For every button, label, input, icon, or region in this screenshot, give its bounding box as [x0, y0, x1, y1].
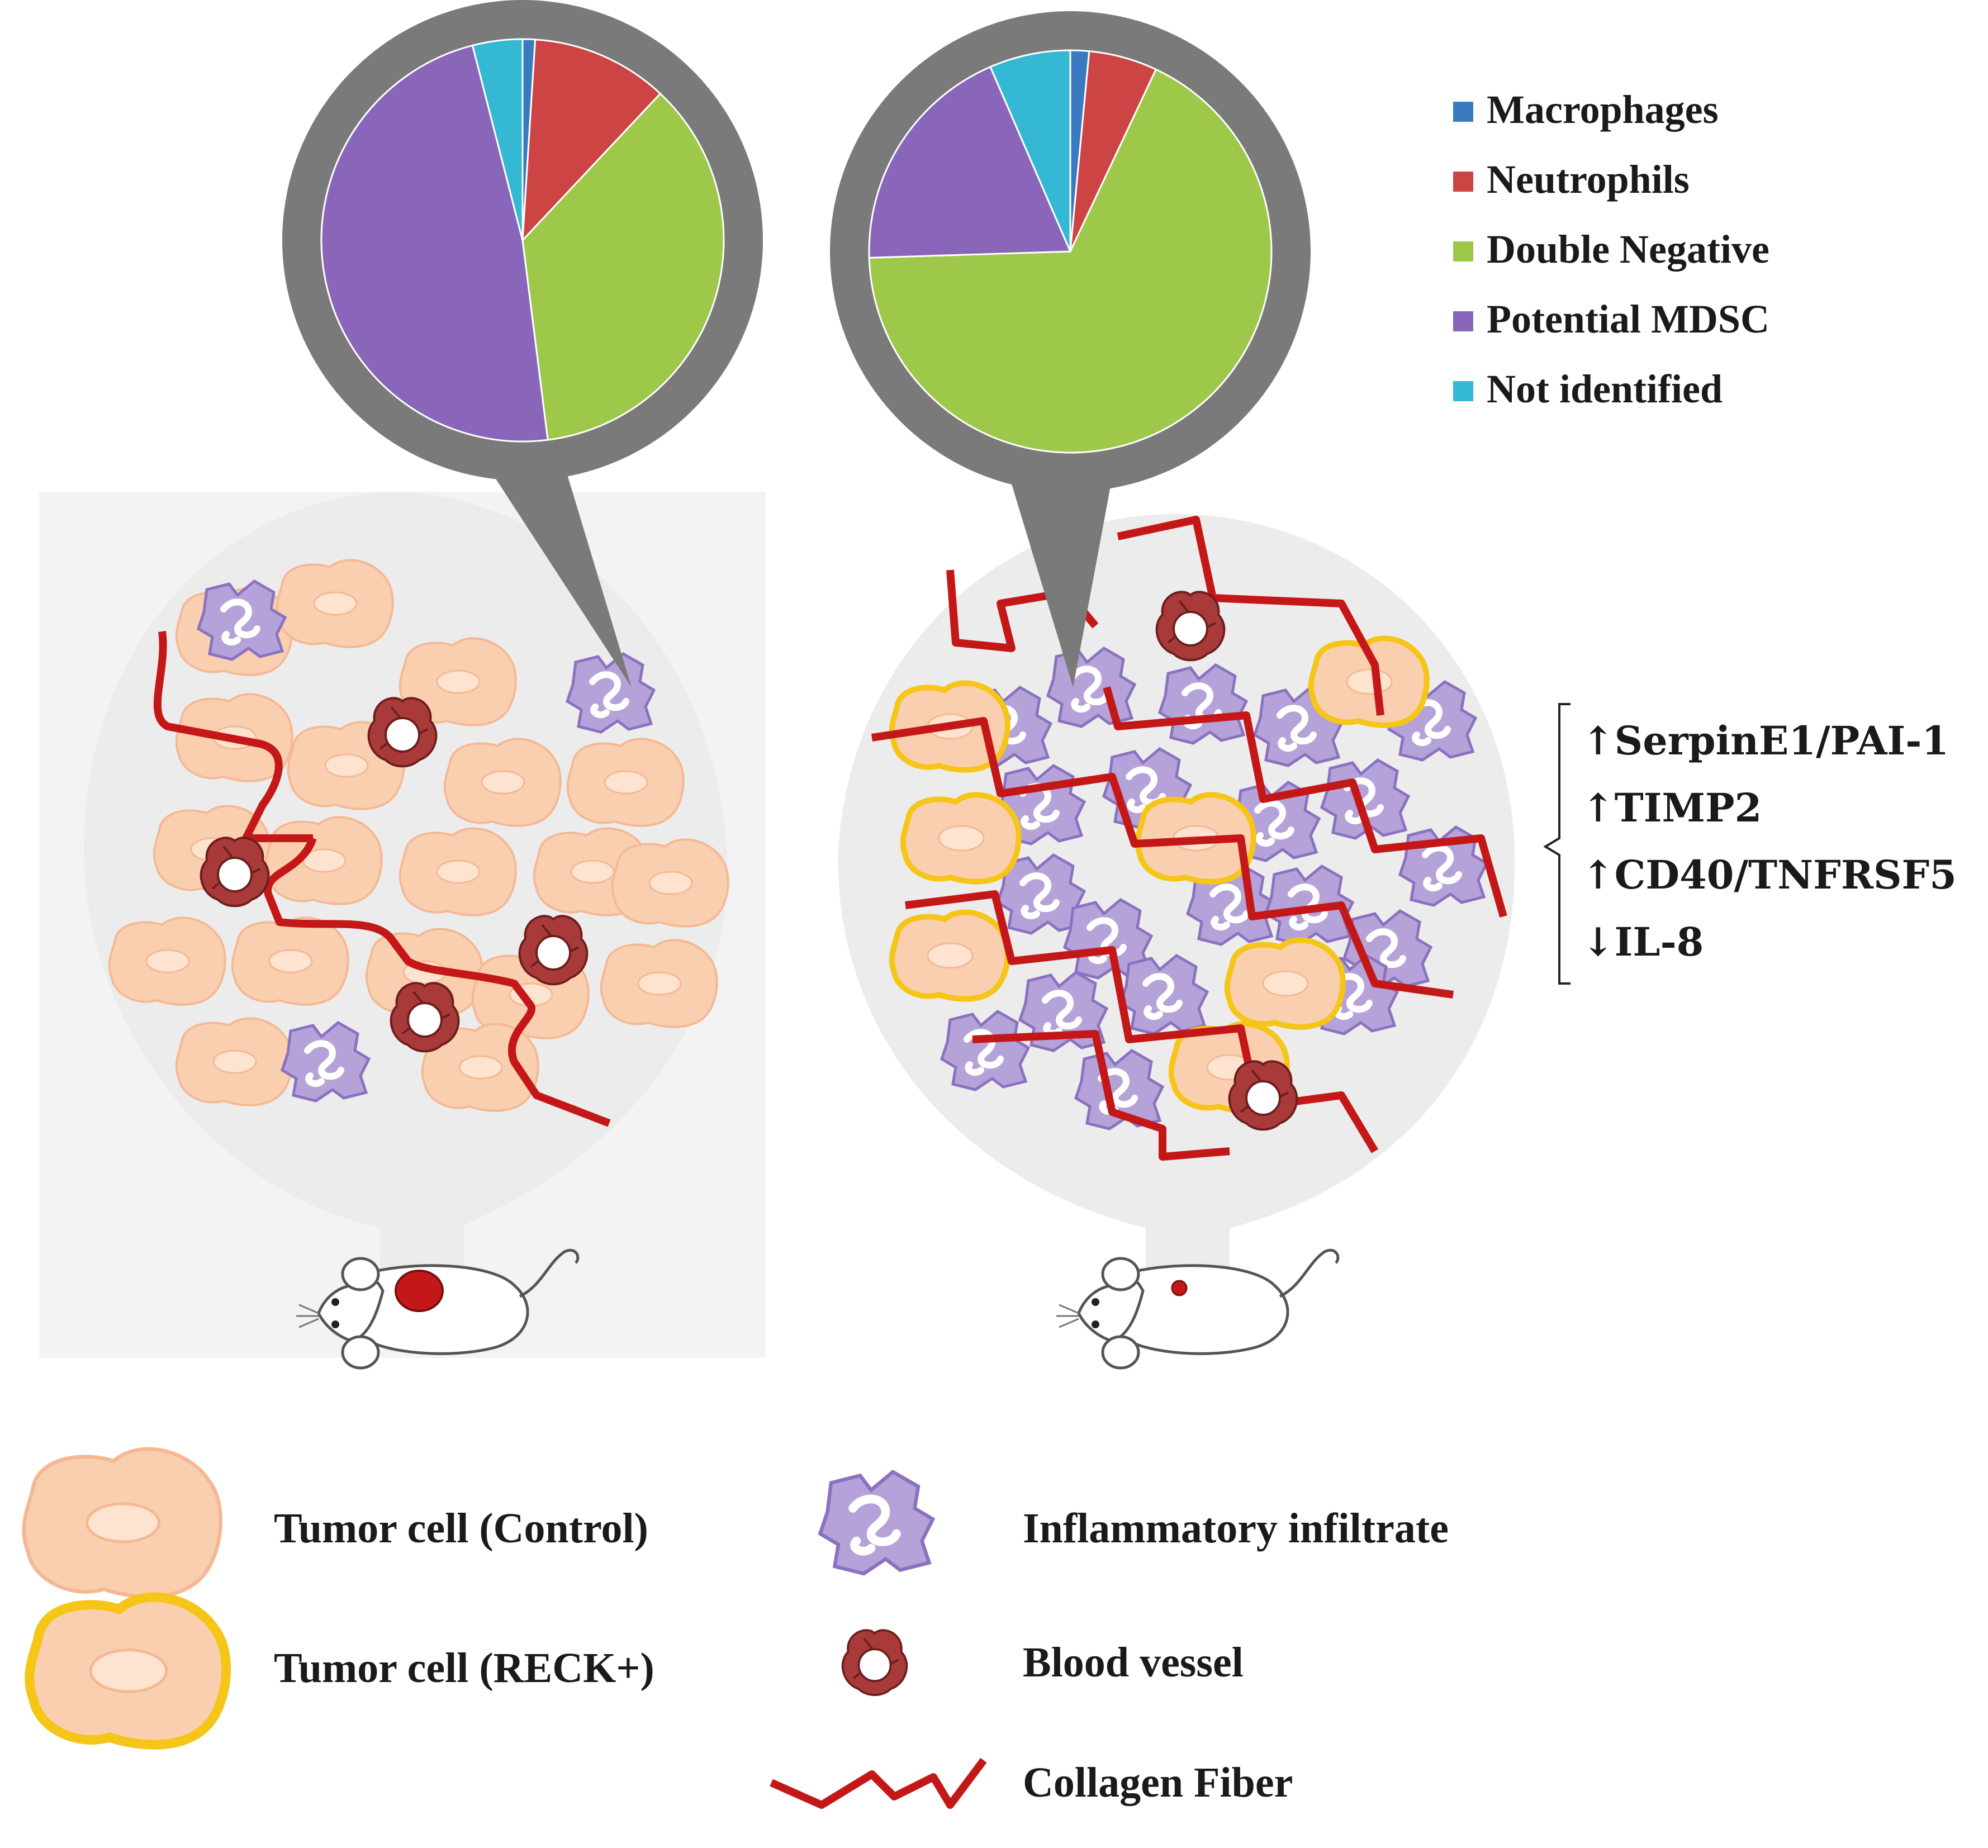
right-scene	[838, 514, 1515, 1368]
legend-swatch-macrophages	[1453, 102, 1473, 122]
legend-item-blood-vessel: Blood vessel	[841, 1629, 1244, 1697]
right-pie-slice-potential-mdsc	[868, 65, 1072, 259]
marker-il8: ↓IL-8	[1582, 919, 1704, 965]
tumor-reck-icon	[30, 1597, 226, 1745]
right-pie-slice-not-identified	[989, 49, 1071, 252]
left-pie-slice-potential-mdsc	[320, 44, 549, 443]
cell-legend: Tumor cell (Control) Tumor cell (RECK+) …	[24, 1449, 1449, 1809]
inflammatory-cell-icon	[820, 1472, 933, 1574]
marker-serpine1: ↑SerpinE1/PAI-1	[1582, 718, 1949, 764]
right-collagen-fibers	[871, 516, 1507, 1161]
right-pie-chart	[868, 49, 1273, 454]
pie-legend-item-double-negative: Double Negative	[1453, 227, 1769, 272]
blood-vessel-icon	[841, 1629, 908, 1697]
right-pie-slice-double-negative	[868, 68, 1273, 454]
legend-item-inflammatory: Inflammatory infiltrate	[820, 1472, 1449, 1574]
left-collagen-fibers	[153, 631, 611, 1127]
legend-label-collagen: Collagen Fiber	[1023, 1759, 1293, 1806]
legend-label-blood-vessel: Blood vessel	[1023, 1639, 1244, 1686]
left-pie-slice-neutrophils	[521, 39, 662, 243]
left-pie-chart	[320, 38, 725, 443]
pie-legend-item-potential-mdsc: Potential MDSC	[1453, 297, 1769, 341]
legend-swatch-potential-mdsc	[1453, 311, 1473, 331]
pie-legend-item-neutrophils: Neutrophils	[1453, 157, 1690, 202]
left-scene	[39, 492, 766, 1368]
right-tumor-spot	[1171, 1280, 1188, 1296]
pie-legend: Macrophages Neutrophils Double Negative …	[1453, 87, 1769, 411]
legend-label-potential-mdsc: Potential MDSC	[1487, 297, 1769, 341]
right-mouse	[1056, 1250, 1338, 1368]
left-tumor-spot	[395, 1270, 444, 1312]
marker-timp2: ↑TIMP2	[1582, 785, 1762, 831]
legend-label-tumor-reck: Tumor cell (RECK+)	[274, 1645, 654, 1692]
legend-label-tumor-control: Tumor cell (Control)	[274, 1505, 648, 1552]
marker-cd40: ↑CD40/TNFRSF5	[1582, 852, 1957, 898]
legend-item-tumor-control: Tumor cell (Control)	[24, 1449, 648, 1597]
legend-label-inflammatory: Inflammatory infiltrate	[1023, 1505, 1449, 1552]
legend-item-tumor-reck: Tumor cell (RECK+)	[30, 1597, 654, 1745]
marker-list: ↑SerpinE1/PAI-1 ↑TIMP2 ↑CD40/TNFRSF5 ↓IL…	[1543, 703, 1957, 985]
legend-swatch-double-negative	[1453, 241, 1473, 262]
tumor-control-icon	[24, 1449, 221, 1597]
legend-swatch-neutrophils	[1453, 172, 1473, 192]
left-mouse	[296, 1250, 578, 1368]
marker-bracket	[1543, 703, 1571, 985]
legend-label-double-negative: Double Negative	[1487, 227, 1769, 272]
left-pie-callout	[282, 0, 763, 687]
left-pie-slice-double-negative	[521, 92, 725, 441]
legend-label-not-identified: Not identified	[1487, 367, 1723, 411]
left-pie-slice-not-identified	[471, 38, 524, 241]
collagen-fiber-icon	[770, 1757, 987, 1809]
right-pie-callout	[830, 11, 1311, 687]
pie-legend-item-macrophages: Macrophages	[1453, 87, 1719, 132]
pie-legend-item-not-identified: Not identified	[1453, 367, 1723, 411]
legend-swatch-not-identified	[1453, 381, 1473, 401]
legend-label-macrophages: Macrophages	[1487, 87, 1719, 132]
legend-item-collagen: Collagen Fiber	[770, 1757, 1293, 1809]
left-callout-pointer	[475, 447, 632, 687]
right-callout-pointer	[1000, 447, 1118, 687]
legend-label-neutrophils: Neutrophils	[1487, 157, 1690, 202]
